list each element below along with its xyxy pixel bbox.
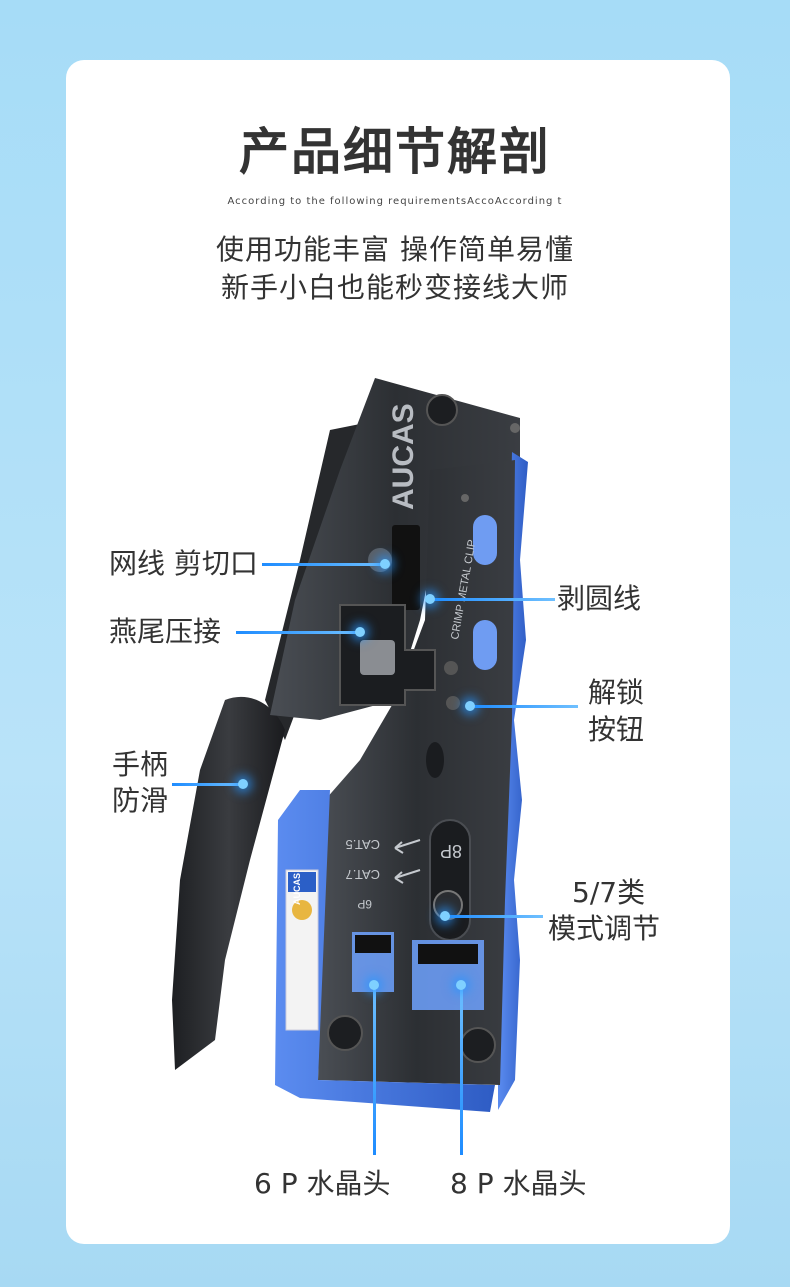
callout-dovetail-crimp: 燕尾压接: [109, 615, 222, 648]
callout-handle-line1: 手柄: [112, 748, 169, 781]
side-sticker-brand: AUCAS: [292, 873, 302, 905]
callout-unlock-line2: 按钮: [588, 713, 645, 746]
side-sticker: [285, 869, 319, 1031]
cable-cutter-lead: [262, 563, 387, 566]
strip-dot: [425, 594, 435, 604]
blue-side-strip: [498, 452, 528, 1110]
slogan-line-1: 使用功能丰富 操作简单易懂: [216, 233, 574, 266]
cat7-engraving: CAT.7: [346, 867, 380, 882]
unlock-lead: [470, 705, 578, 708]
brand-engraving: AUCAS: [387, 403, 420, 510]
8p-engraving: 8P: [440, 841, 462, 861]
callout-cable-cutter: 网线 剪切口: [109, 547, 258, 580]
callout-handle-line2: 防滑: [112, 784, 169, 817]
handle-dot: [238, 779, 248, 789]
6p-engraving: 6P: [357, 897, 372, 911]
dovetail-dot: [355, 627, 365, 637]
callout-8p-plug: 8 P 水晶头: [450, 1167, 587, 1200]
strip-lead: [430, 598, 555, 601]
cat5-engraving: CAT.5: [346, 837, 380, 852]
6p-dot: [369, 980, 379, 990]
callout-strip-round: 剥圆线: [557, 582, 642, 615]
slogan-line-2: 新手小白也能秒变接线大师: [220, 271, 569, 304]
dovetail-lead: [236, 631, 361, 634]
page-title: 产品细节解剖: [239, 123, 551, 181]
callout-6p-plug: 6 P 水晶头: [254, 1167, 391, 1200]
callout-unlock-line1: 解锁: [588, 676, 645, 709]
handle-lead: [172, 783, 242, 786]
english-subtitle: According to the following requirementsA…: [227, 196, 563, 207]
6p-lead: [373, 985, 376, 1155]
blue-base: [275, 790, 495, 1112]
mode-lead: [445, 915, 543, 918]
8p-dot: [456, 980, 466, 990]
rubber-grip: [172, 696, 285, 1070]
callout-mode-line1: 5/7类: [572, 876, 646, 909]
8p-lead: [460, 985, 463, 1155]
cut-slot: [392, 525, 420, 610]
cable-cutter-dot: [380, 559, 390, 569]
mode-selector: [429, 819, 471, 941]
unlock-dot: [465, 701, 475, 711]
mode-dot: [440, 911, 450, 921]
callout-mode-line2: 模式调节: [548, 912, 661, 945]
